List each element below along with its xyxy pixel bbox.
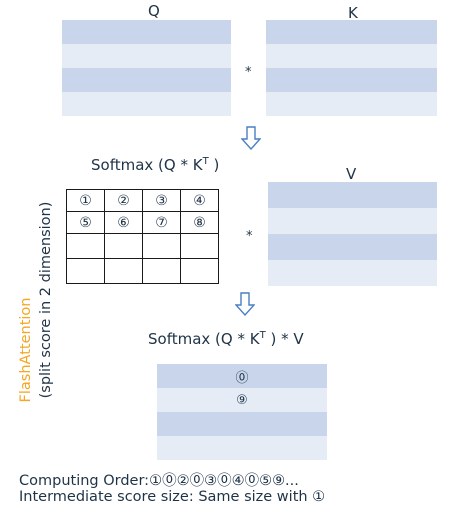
down-arrow-icon <box>235 292 255 316</box>
matrix-row <box>268 260 437 286</box>
softmax-qkv-close: ) * V <box>265 330 304 348</box>
flashattention-subtitle: (split score in 2 dimension) <box>38 202 54 399</box>
transpose-superscript: T <box>259 330 266 341</box>
grid-cell <box>66 233 105 259</box>
grid-cell: ⑦ <box>142 211 181 234</box>
down-arrow-icon <box>241 126 261 150</box>
grid-cell: ③ <box>142 189 181 212</box>
grid-cell <box>142 258 181 284</box>
grid-cell: ⑥ <box>104 211 143 234</box>
matrix-row <box>268 182 437 208</box>
grid-cell <box>104 233 143 259</box>
grid-cell: ④ <box>180 189 219 212</box>
matrix-row <box>62 44 231 68</box>
k-matrix <box>266 20 437 116</box>
output-matrix: ⓪ ⑨ <box>157 364 327 460</box>
intermediate-size-text: Intermediate score size: Same size with … <box>19 489 326 505</box>
multiply-sign-sv: * <box>246 229 253 244</box>
grid-cell <box>180 258 219 284</box>
matrix-row <box>62 68 231 92</box>
q-label: Q <box>148 2 160 20</box>
softmax-qk-close: ) <box>208 156 220 174</box>
flashattention-side-label: FlashAttention (split score in 2 dimensi… <box>14 190 64 410</box>
grid-cell <box>66 258 105 284</box>
score-grid: ① ② ③ ④ ⑤ ⑥ ⑦ ⑧ <box>66 189 219 284</box>
table-row <box>66 258 219 284</box>
flashattention-title: FlashAttention <box>18 298 34 403</box>
matrix-row <box>266 68 437 92</box>
multiply-sign-qk: * <box>245 65 252 80</box>
matrix-row: ⓪ <box>157 364 327 388</box>
matrix-row <box>266 20 437 44</box>
k-label: K <box>348 4 358 22</box>
table-row <box>66 233 219 259</box>
computing-order-text: Computing Order:①⓪②⓪③⓪④⓪⑤⑨... <box>19 473 299 489</box>
softmax-qk-label: Softmax (Q * KT ) <box>91 156 219 174</box>
matrix-row <box>157 412 327 436</box>
v-label: V <box>346 165 357 183</box>
matrix-row <box>266 44 437 68</box>
v-matrix <box>268 182 437 286</box>
matrix-row <box>62 92 231 116</box>
matrix-row <box>157 436 327 460</box>
softmax-qkv-text: Softmax (Q * K <box>148 330 260 348</box>
grid-cell: ② <box>104 189 143 212</box>
grid-cell: ① <box>66 189 105 212</box>
grid-cell <box>142 233 181 259</box>
table-row: ① ② ③ ④ <box>66 189 219 212</box>
matrix-row <box>268 234 437 260</box>
matrix-row <box>62 20 231 44</box>
grid-cell: ⑧ <box>180 211 219 234</box>
grid-cell <box>180 233 219 259</box>
grid-cell <box>104 258 143 284</box>
matrix-row: ⑨ <box>157 388 327 412</box>
matrix-row <box>268 208 437 234</box>
transpose-superscript: T <box>202 156 209 167</box>
q-matrix <box>62 20 231 116</box>
softmax-qkv-label: Softmax (Q * KT ) * V <box>148 330 304 348</box>
matrix-row <box>266 92 437 116</box>
softmax-qk-text: Softmax (Q * K <box>91 156 203 174</box>
table-row: ⑤ ⑥ ⑦ ⑧ <box>66 211 219 234</box>
grid-cell: ⑤ <box>66 211 105 234</box>
